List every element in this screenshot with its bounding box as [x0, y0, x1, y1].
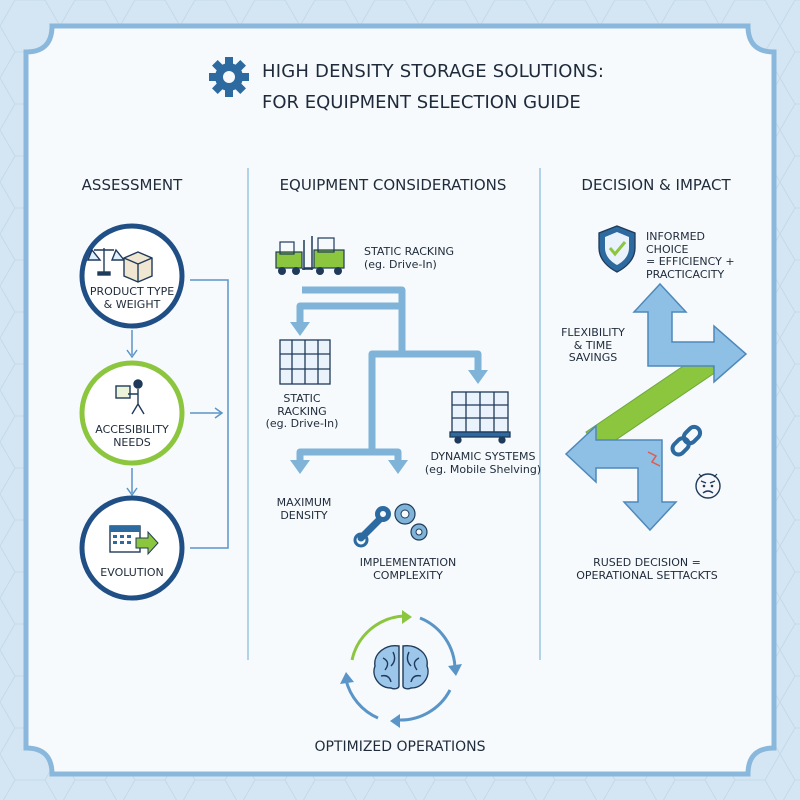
page-title: HIGH DENSITY STORAGE SOLUTIONS:	[262, 61, 605, 82]
static-racking-label: STATIC RACKING (eg. Drive-In)	[265, 392, 339, 431]
accessibility-label: ACCESIBILITY NEEDS	[95, 423, 169, 449]
assessment-connectors	[126, 279, 229, 549]
optimized-operations-label: OPTIMIZED OPERATIONS	[314, 739, 486, 755]
equipment-flow-arrows	[296, 286, 482, 462]
page-subtitle: FOR EQUIPMENT SELECTION GUIDE	[262, 92, 581, 113]
content-panel	[23, 23, 777, 777]
equipment-arrowheads	[290, 322, 488, 474]
product-type-label: PRODUCT TYPE & WEIGHT	[89, 285, 175, 311]
decision-heading: DECISION & IMPACT	[581, 176, 731, 194]
dynamic-systems-label: DYNAMIC SYSTEMS (eg. Mobile Shelving)	[424, 450, 542, 476]
equipment-heading: EQUIPMENT CONSIDERATIONS	[279, 176, 507, 194]
forklift-icon-2	[302, 236, 345, 275]
person-carrying-box-icon	[115, 379, 145, 415]
evolution-label: EVOLUTION	[100, 566, 164, 579]
frustrated-face-icon	[695, 473, 721, 499]
wrench-gears-icon	[353, 503, 428, 548]
cycle-arrowheads	[340, 610, 462, 728]
evolution-circle	[79, 495, 185, 601]
implementation-complexity-label: IMPLEMENTATION COMPLEXITY	[359, 556, 457, 582]
assessment-heading: ASSESSMENT	[81, 176, 183, 194]
decision-arrows	[564, 282, 748, 532]
informed-choice-label: INFORMED CHOICE = EFFICIENCY + PRACTICAC…	[646, 230, 735, 281]
top-static-racking-label: STATIC RACKING (eg. Drive-In)	[364, 245, 455, 271]
brain-icon	[373, 645, 429, 690]
optimization-cycle	[344, 614, 457, 722]
gear-icon	[209, 57, 249, 97]
mobile-shelving-icon	[449, 391, 511, 444]
static-racking-icon	[279, 339, 331, 385]
maximum-density-label: MAXIMUM DENSITY	[276, 496, 332, 522]
flexibility-label: FLEXIBILITY & TIME SAVINGS	[561, 326, 625, 365]
chain-link-icon	[670, 424, 703, 457]
rushed-decision-label: RUSED DECISION = OPERATIONAL SETTACKTS	[576, 556, 718, 582]
scale-box-icon	[86, 248, 153, 283]
shield-check-icon	[598, 225, 636, 273]
product-type-circle	[79, 223, 185, 329]
accessibility-circle	[79, 360, 185, 466]
calendar-arrow-icon	[109, 525, 159, 556]
